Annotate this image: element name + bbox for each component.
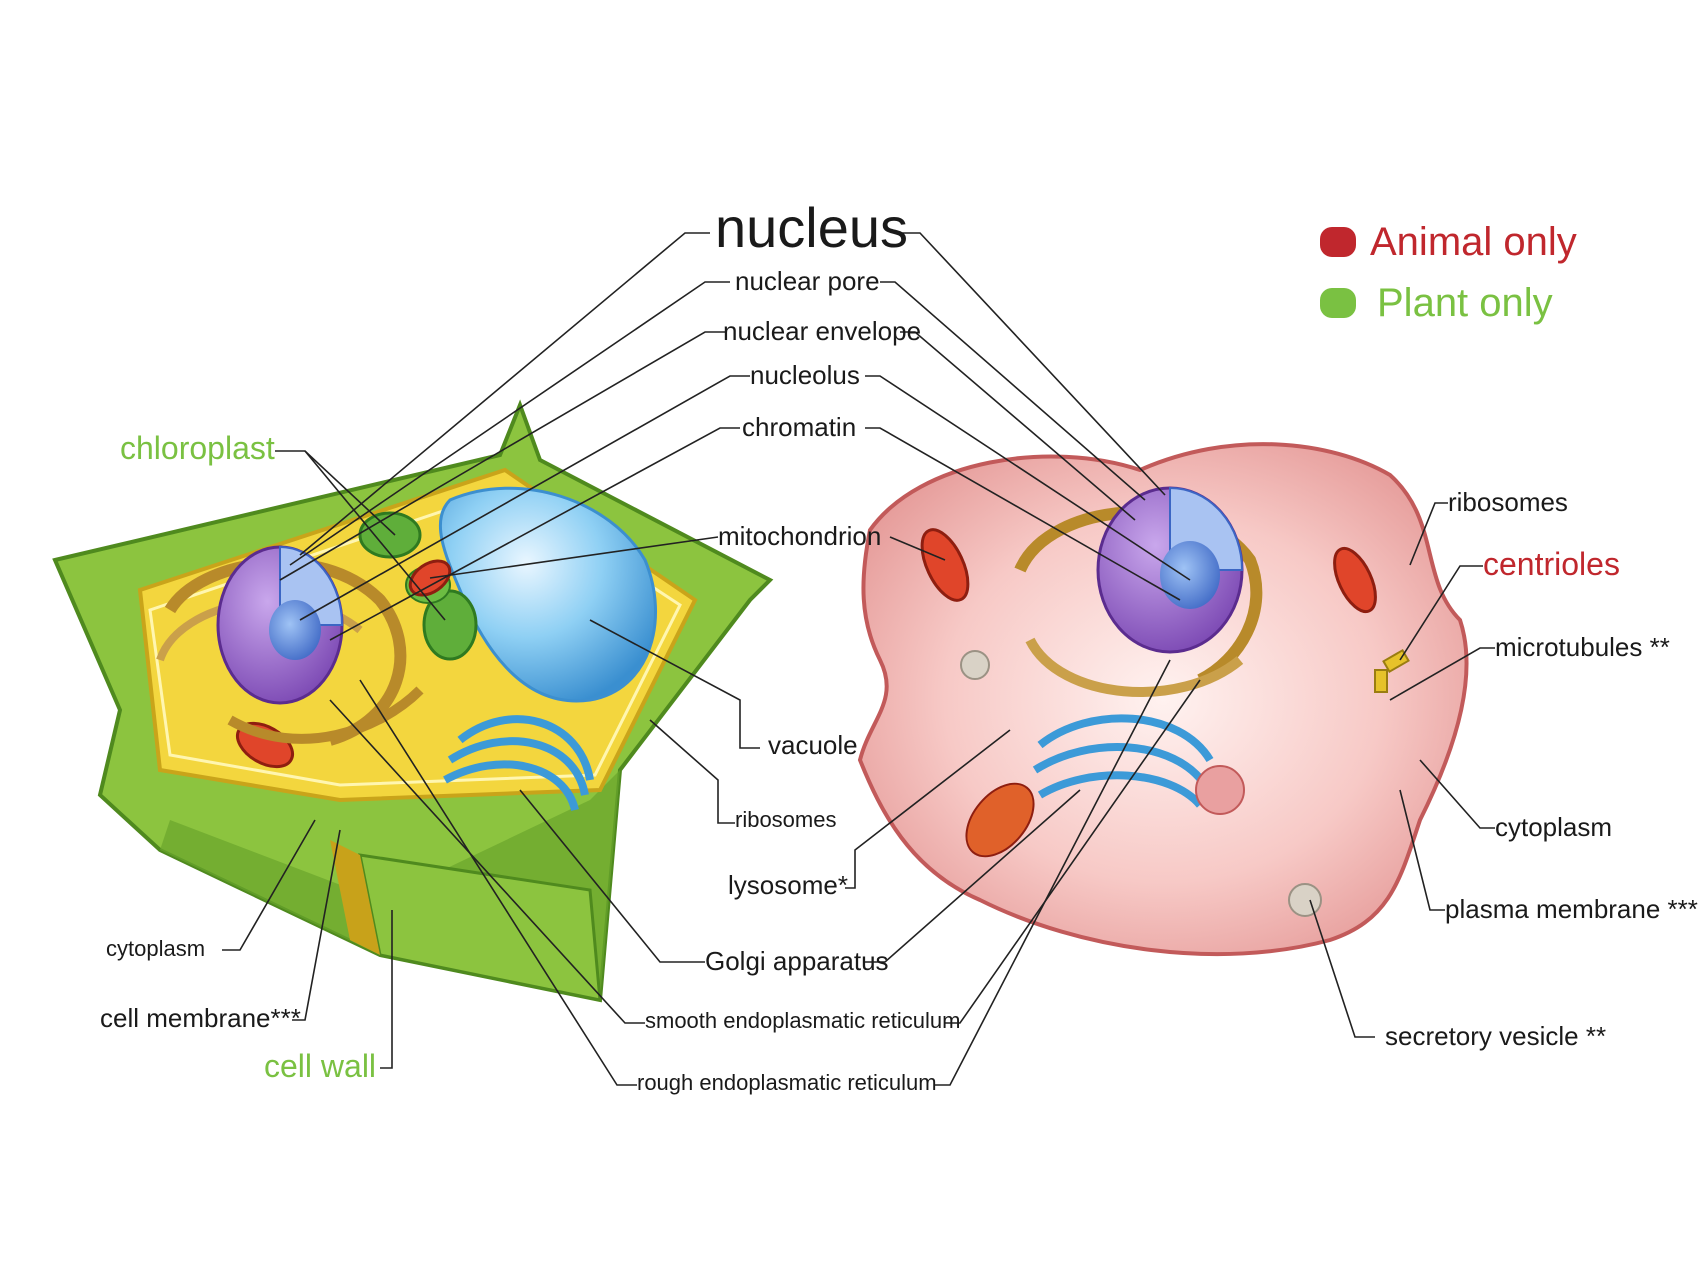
label-nuclear-pore: nuclear pore xyxy=(735,266,880,296)
label-ribosomes-animal: ribosomes xyxy=(1448,487,1568,517)
label-cytoplasm-animal: cytoplasm xyxy=(1495,812,1613,842)
animal-cell xyxy=(857,442,1469,957)
label-rough-er: rough endoplasmatic reticulum xyxy=(637,1070,937,1095)
label-nucleus: nucleus xyxy=(715,196,909,259)
legend-plant-swatch xyxy=(1320,288,1356,318)
label-lysosome: lysosome* xyxy=(728,870,848,900)
label-plasma-membrane: plasma membrane *** xyxy=(1445,894,1698,924)
legend-animal-label: Animal only xyxy=(1370,220,1577,264)
label-nucleolus: nucleolus xyxy=(750,360,860,390)
label-chloroplast: chloroplast xyxy=(120,430,275,466)
label-cytoplasm-plant: cytoplasm xyxy=(106,936,206,961)
plant-cell xyxy=(52,399,774,1003)
animal-golgi-shape xyxy=(1032,714,1214,808)
vacuole-shape xyxy=(438,486,657,703)
plant-golgi-shape xyxy=(443,715,594,812)
label-golgi: Golgi apparatus xyxy=(705,946,889,976)
legend-animal-swatch xyxy=(1320,227,1356,257)
label-smooth-er: smooth endoplasmatic reticulum xyxy=(645,1008,961,1033)
label-ribosomes-center: ribosomes xyxy=(735,807,837,832)
chloroplast-shape xyxy=(358,511,422,559)
label-vacuole: vacuole xyxy=(768,730,858,760)
label-mitochondrion: mitochondrion xyxy=(718,521,882,551)
label-cell-wall: cell wall xyxy=(264,1048,377,1084)
label-centrioles: centrioles xyxy=(1483,546,1620,582)
leader-lines xyxy=(222,232,1495,1086)
label-nuclear-envelope: nuclear envelope xyxy=(723,316,922,346)
label-cell-membrane: cell membrane*** xyxy=(100,1003,301,1033)
label-secretory-vesicle: secretory vesicle ** xyxy=(1385,1021,1607,1051)
label-chromatin: chromatin xyxy=(742,412,857,442)
label-microtubules: microtubules ** xyxy=(1495,632,1670,662)
legend-plant-label: Plant only xyxy=(1377,281,1553,325)
